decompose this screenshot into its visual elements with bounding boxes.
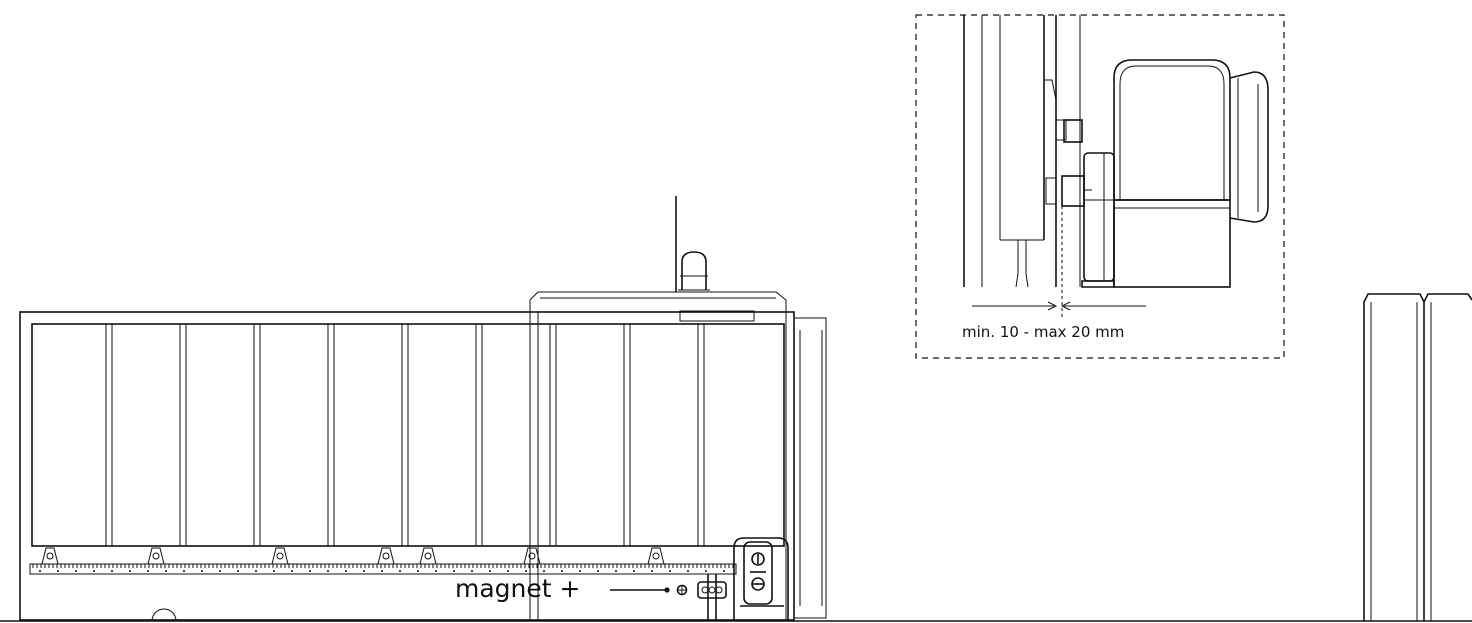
rack-rivet	[255, 570, 257, 572]
key-lock-box	[743, 541, 773, 605]
rack-rivet	[219, 570, 221, 572]
rack-rivet	[579, 570, 581, 572]
rack-brackets	[41, 547, 665, 565]
rack-rivet	[561, 570, 563, 572]
sliding-gate	[19, 310, 795, 622]
detail-magnet-bracket	[1044, 79, 1067, 141]
rack-rivet	[93, 570, 95, 572]
rack-bracket	[41, 547, 59, 565]
rack-bracket	[647, 547, 665, 565]
motor-housing-top	[529, 291, 787, 312]
rack-bracket	[419, 547, 437, 565]
rack-bracket	[147, 547, 165, 565]
detail-inset	[915, 14, 1285, 359]
rack-rivet	[381, 570, 383, 572]
rack-rivet	[129, 570, 131, 572]
rack-rivet	[237, 570, 239, 572]
gate-post-2	[1423, 293, 1472, 303]
gate-post-1	[1363, 293, 1425, 621]
gate-rail-band	[29, 563, 737, 575]
rack-rivet	[489, 570, 491, 572]
bracket-bolt	[276, 552, 284, 560]
rack-rivet	[435, 570, 437, 572]
detail-cover	[1229, 71, 1269, 223]
rack-rivet	[723, 570, 725, 572]
control-unit-body	[733, 537, 789, 621]
rack-rivet	[669, 570, 671, 572]
rack-rivet	[615, 570, 617, 572]
rack-rivet	[597, 570, 599, 572]
motor-housing	[529, 291, 827, 621]
rack-rivet	[327, 570, 329, 572]
rack-rivet	[345, 570, 347, 572]
bracket-bolt	[424, 552, 432, 560]
detail-motor-base	[1113, 199, 1231, 288]
rack-rivet	[111, 570, 113, 572]
magnet-marker	[610, 574, 727, 621]
rack-rivet	[273, 570, 275, 572]
rack-rivet	[525, 570, 527, 572]
flashing-lamp	[681, 251, 707, 290]
rack-bracket	[271, 547, 289, 565]
rack-rivet	[75, 570, 77, 572]
antenna-lamp	[675, 196, 710, 292]
gate-wheel	[151, 608, 177, 622]
detail-inset-frame	[915, 14, 1285, 359]
key-lock-icon	[751, 552, 765, 566]
detail-sensor	[1061, 175, 1085, 207]
bracket-bolt	[46, 552, 54, 560]
rack-rivet	[471, 570, 473, 572]
rack-rivet	[165, 570, 167, 572]
rack-rivet	[309, 570, 311, 572]
rack-rivet	[507, 570, 509, 572]
rack-rivet	[291, 570, 293, 572]
rack-rivet	[687, 570, 689, 572]
rack-rivet	[399, 570, 401, 572]
bracket-bolt	[652, 552, 660, 560]
cover-panel	[793, 317, 827, 619]
rack-rivet	[39, 570, 41, 572]
control-unit	[733, 537, 789, 621]
rack-bracket	[377, 547, 395, 565]
gate-posts	[1363, 293, 1472, 621]
rack-rivet	[147, 570, 149, 572]
magnet-screw-icon	[676, 584, 688, 596]
bracket-bolt	[152, 552, 160, 560]
magnet-holder	[697, 581, 727, 599]
rack-rivet	[201, 570, 203, 572]
bracket-bolt	[382, 552, 390, 560]
detail-magnet	[1063, 119, 1083, 143]
magnet-pointer-dot	[664, 587, 670, 593]
rack-rivet	[417, 570, 419, 572]
magnet-label: magnet +	[455, 574, 581, 603]
rack-rivet	[453, 570, 455, 572]
distance-label: min. 10 - max 20 mm	[962, 323, 1125, 341]
rack-rivet	[633, 570, 635, 572]
detail-sensor-column	[1083, 152, 1115, 282]
gear-rack	[32, 564, 734, 572]
rack-rivet	[183, 570, 185, 572]
detail-motor-body	[1113, 59, 1231, 200]
rack-rivet	[651, 570, 653, 572]
gate-panel-dividers	[105, 324, 705, 546]
rack-rivet	[363, 570, 365, 572]
rack-rivet	[57, 570, 59, 572]
gate-top-label-plate	[679, 310, 755, 322]
bracket-bolt	[528, 552, 536, 560]
rack-rivet	[543, 570, 545, 572]
rack-rivet	[705, 570, 707, 572]
